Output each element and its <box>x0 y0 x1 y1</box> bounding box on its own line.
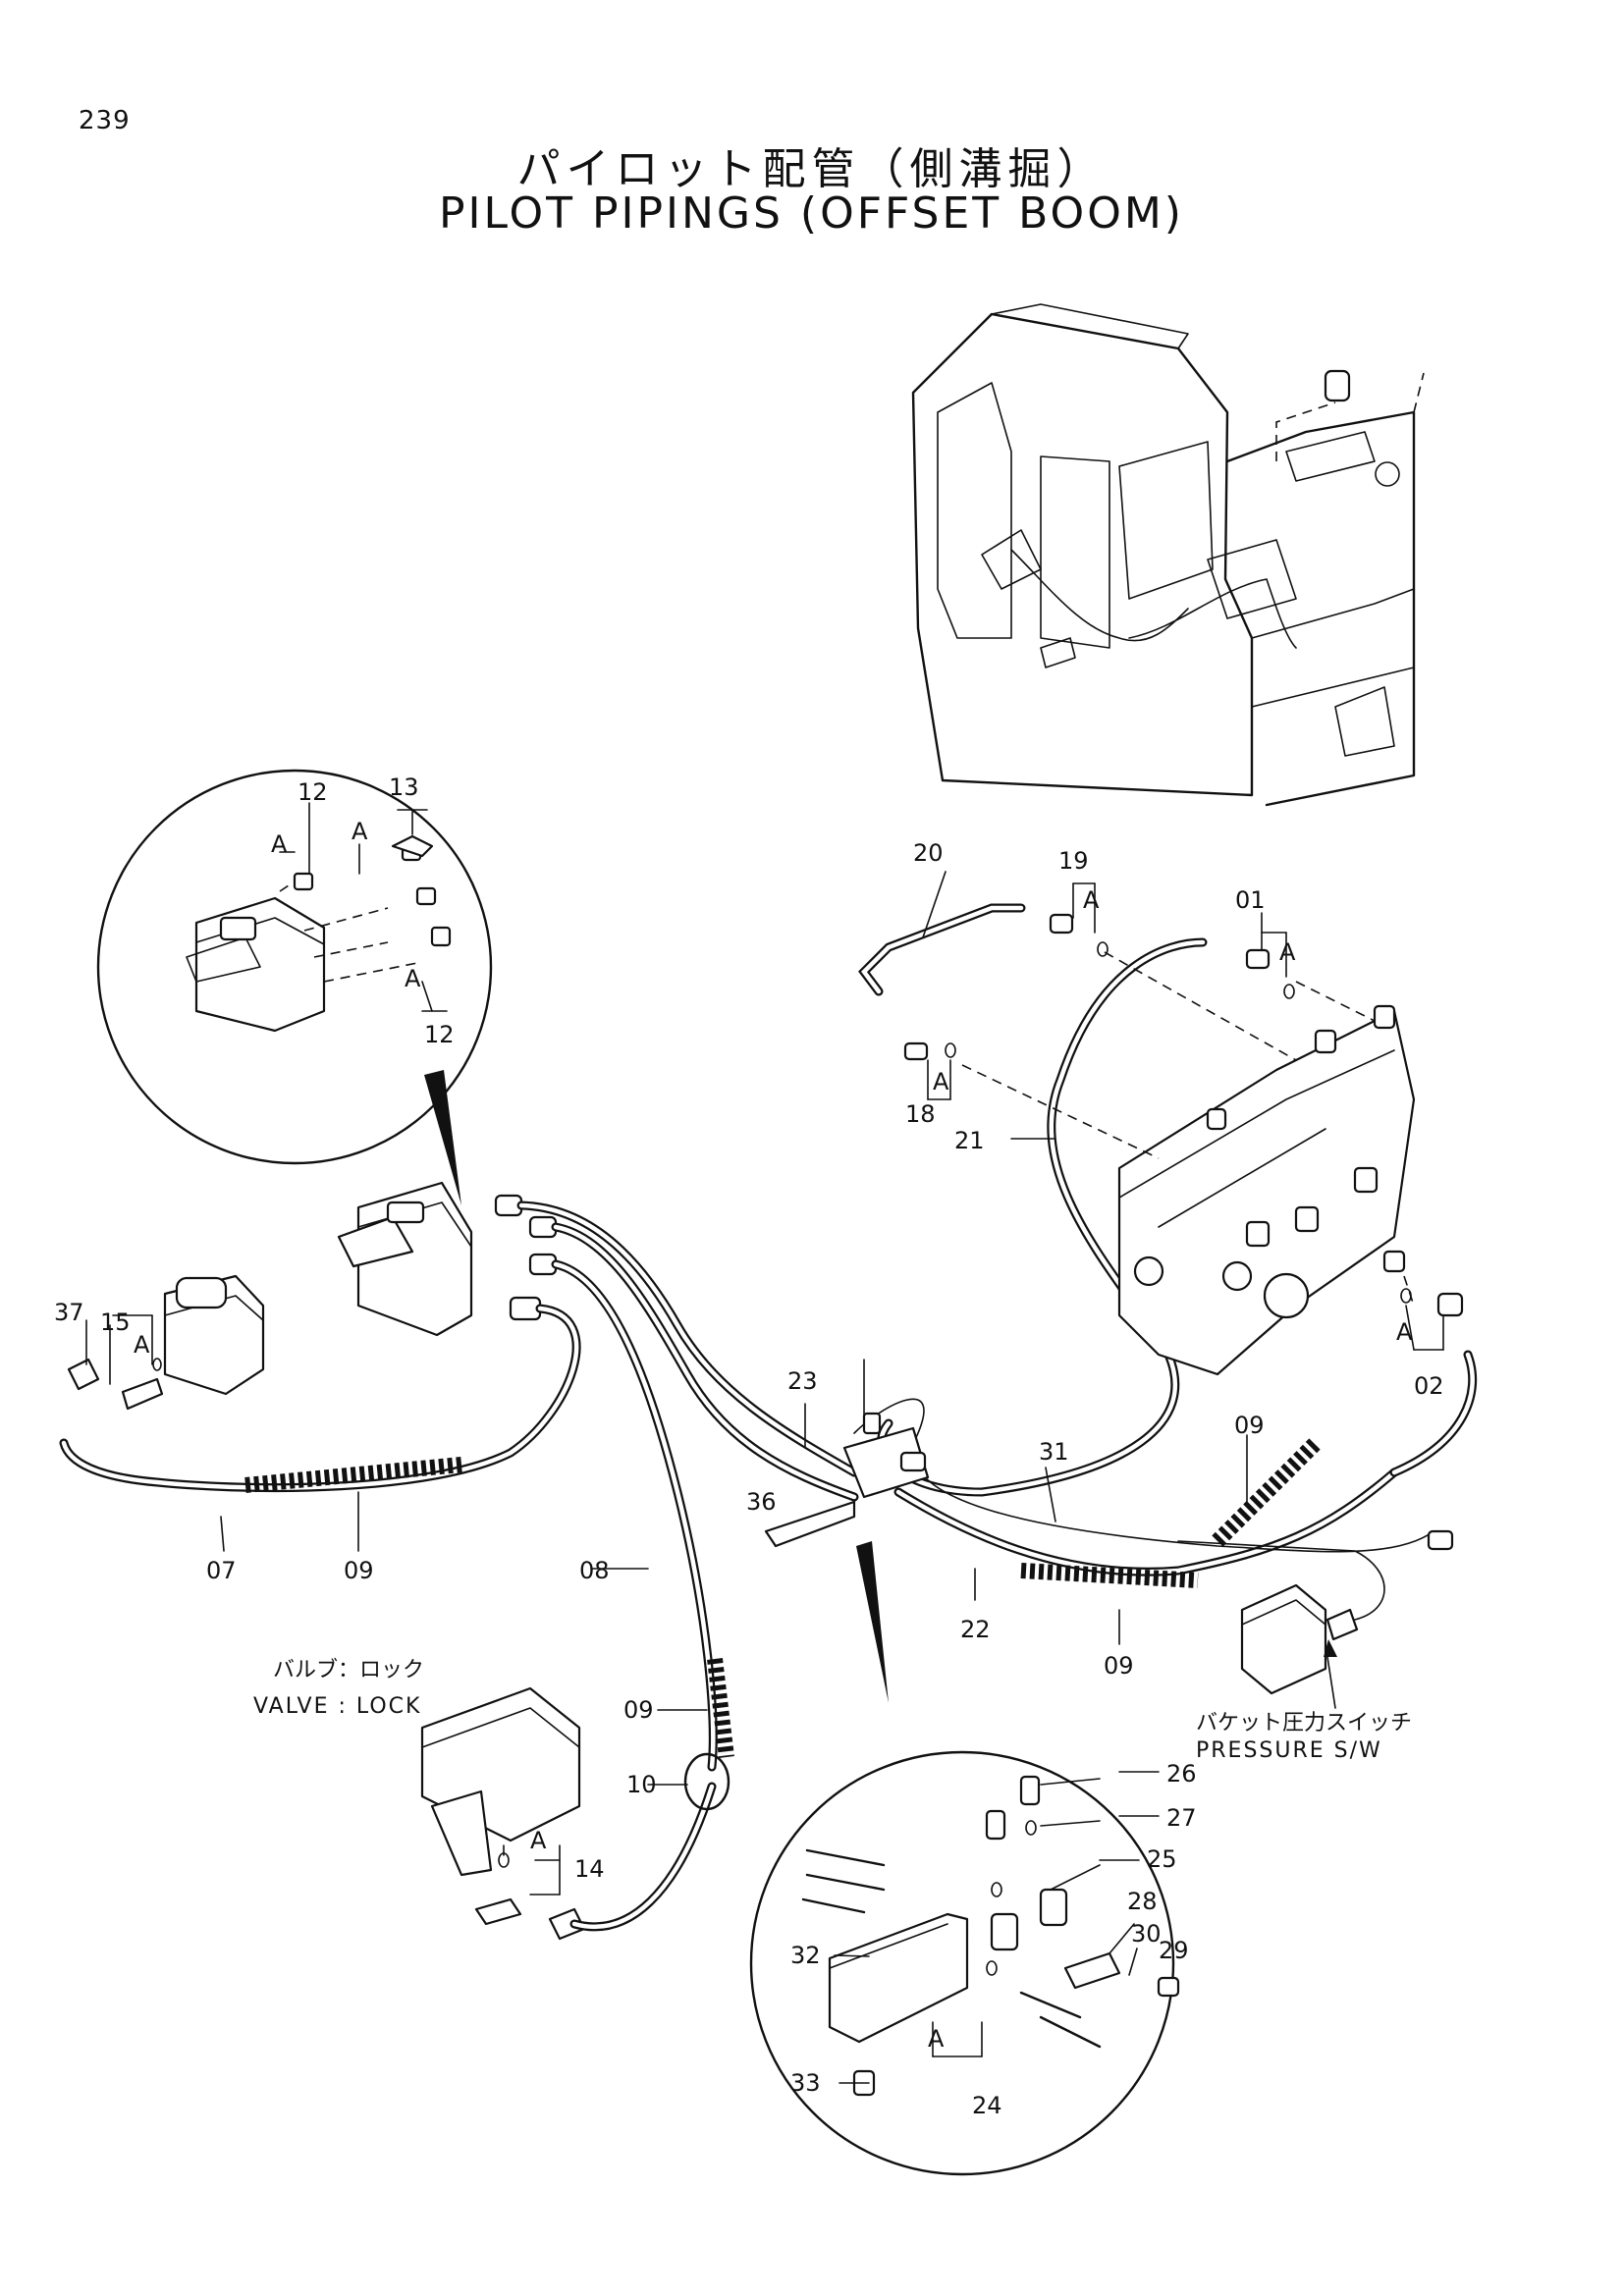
shuttle-valve <box>67 1274 265 1411</box>
ref-mark-a: A <box>1396 1318 1413 1346</box>
callout-37: 37 <box>54 1299 84 1326</box>
label-valve-lock-en: VALVE : LOCK <box>253 1694 421 1719</box>
pressure-switch <box>1177 1529 1454 1709</box>
detail-circle-fittings <box>96 769 493 1205</box>
callout-28: 28 <box>1127 1888 1158 1915</box>
callout-07: 07 <box>206 1557 237 1584</box>
ref-mark-a: A <box>1083 886 1100 914</box>
label-valve-lock-jp: バルブ：ロック <box>273 1658 424 1682</box>
excavator-cab-illustration <box>911 303 1425 807</box>
reference-marks: A A A A A A A A A A <box>134 818 1413 2053</box>
callout-36: 36 <box>746 1488 777 1516</box>
callout-numbers: 12 13 12 20 19 01 18 21 02 37 15 07 09 2… <box>54 774 1444 2119</box>
callout-25: 25 <box>1147 1845 1177 1873</box>
callout-26: 26 <box>1166 1760 1197 1788</box>
callout-09-center: 09 <box>623 1696 654 1724</box>
callout-21: 21 <box>954 1127 985 1154</box>
callout-29: 29 <box>1159 1937 1189 1964</box>
ref-mark-a: A <box>352 818 368 845</box>
callout-31: 31 <box>1039 1438 1069 1466</box>
page-number: 239 <box>79 106 131 135</box>
callout-18: 18 <box>905 1100 936 1128</box>
callout-09-right: 09 <box>1234 1412 1265 1439</box>
detail-circle-bracket <box>749 1750 1180 2176</box>
ref-mark-a: A <box>405 965 421 992</box>
pilot-valve-unit <box>337 1181 558 1337</box>
callout-14: 14 <box>574 1855 605 1883</box>
leader-lines <box>85 871 1444 1861</box>
callout-22: 22 <box>960 1616 991 1643</box>
callout-23: 23 <box>787 1367 818 1395</box>
callout-02: 02 <box>1414 1372 1444 1400</box>
lock-valve <box>420 1686 730 1941</box>
callout-27: 27 <box>1166 1804 1197 1832</box>
callout-12-bottom: 12 <box>424 1021 455 1048</box>
callout-09-left: 09 <box>344 1557 374 1584</box>
ref-mark-a: A <box>1279 938 1296 966</box>
callout-33: 33 <box>790 2069 821 2097</box>
ref-mark-a: A <box>933 1068 949 1095</box>
callout-09-lower: 09 <box>1104 1652 1134 1680</box>
callout-08: 08 <box>579 1557 610 1584</box>
title-english: PILOT PIPINGS (OFFSET BOOM) <box>439 188 1184 239</box>
callout-15: 15 <box>100 1308 131 1336</box>
ref-mark-a: A <box>134 1331 150 1359</box>
ref-mark-a: A <box>530 1827 547 1854</box>
callout-20: 20 <box>913 839 944 867</box>
callout-19: 19 <box>1058 847 1089 875</box>
junction-block <box>764 1412 930 1703</box>
title-japanese: パイロット配管（側溝掘） <box>516 144 1107 194</box>
label-pressure-switch-en: PRESSURE S/W <box>1196 1738 1382 1763</box>
pilot-hoses <box>59 903 1478 1772</box>
ref-mark-a: A <box>928 2025 945 2053</box>
control-valve <box>903 913 1464 1376</box>
callout-12-top: 12 <box>298 778 328 806</box>
component-labels: バルブ：ロック VALVE : LOCK バケット圧力スイッチ PRESSURE… <box>253 1658 1412 1763</box>
callout-13: 13 <box>389 774 419 801</box>
callout-01: 01 <box>1235 886 1266 914</box>
label-pressure-switch-jp: バケット圧力スイッチ <box>1196 1711 1412 1735</box>
callout-10: 10 <box>626 1771 657 1798</box>
callout-32: 32 <box>790 1942 821 1969</box>
callout-24: 24 <box>972 2092 1002 2119</box>
callout-30: 30 <box>1131 1920 1162 1948</box>
ref-mark-a: A <box>271 830 288 858</box>
